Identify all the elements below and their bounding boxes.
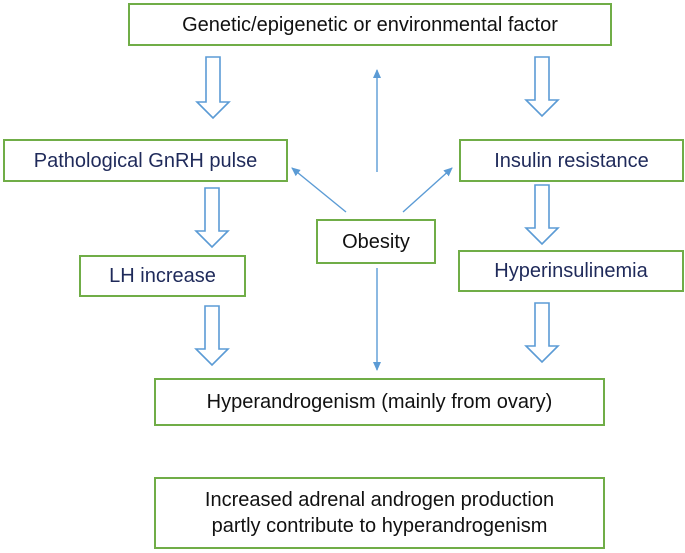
hyperinsulinemia-label: Hyperinsulinemia [494, 260, 648, 282]
hyperinsulinemia-box: Hyperinsulinemia [458, 250, 684, 292]
gnrh-pulse-box: Pathological GnRH pulse [3, 139, 288, 182]
block-arrow-factor-to-insulin-resistance [524, 56, 560, 118]
adrenal-androgen-line-1: Increased adrenal androgen production [204, 489, 555, 511]
thin-arrow-obesity-to-insulin-resistance [402, 167, 453, 213]
factor-label: Genetic/epigenetic or environmental fact… [182, 13, 558, 36]
hyperandrogenism-box: Hyperandrogenism (mainly from ovary) [154, 378, 605, 426]
insulin-resistance-label: Insulin resistance [494, 149, 649, 172]
lh-increase-box: LH increase [79, 255, 246, 297]
insulin-resistance-box: Insulin resistance [459, 139, 684, 182]
gnrh-pulse-label: Pathological GnRH pulse [33, 149, 258, 172]
block-arrow-hyperinsulinemia-to-hyperandrogenism [524, 302, 560, 364]
adrenal-androgen-line-2: partly contribute to hyperandrogenism [211, 515, 548, 537]
hyperandrogenism-label: Hyperandrogenism (mainly from ovary) [206, 391, 553, 413]
block-arrow-lh-to-hyperandrogenism [194, 305, 230, 367]
obesity-label: Obesity [342, 230, 410, 253]
thin-arrow-obesity-to-gnrh [291, 167, 347, 213]
block-arrow-gnrh-to-lh [194, 187, 230, 249]
block-arrow-insulin-resistance-to-hyperinsulinemia [524, 184, 560, 246]
lh-increase-label: LH increase [109, 265, 216, 287]
obesity-box: Obesity [316, 219, 436, 264]
factor-box: Genetic/epigenetic or environmental fact… [128, 3, 612, 46]
block-arrow-factor-to-gnrh [195, 56, 231, 120]
adrenal-androgen-box: Increased adrenal androgen production pa… [154, 477, 605, 549]
